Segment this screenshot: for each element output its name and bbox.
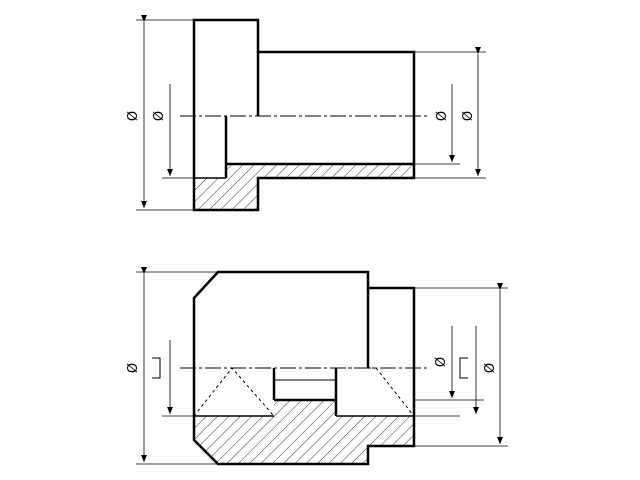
bottom-hidden-cone-left [193,367,275,417]
square-symbol-right [459,357,468,379]
square-symbol-left [152,357,161,379]
dim-text-bottom-inner-right: Ø [434,357,449,367]
dim-text-bottom-outer-left: Ø [126,363,141,373]
bottom-hidden-cone-right [375,367,415,417]
top-view: Ø Ø Ø Ø [126,15,486,212]
dim-text-inner-left: Ø [152,111,167,121]
dim-text-outer-right: Ø [461,111,476,121]
bottom-view: Ø Ø Ø [126,267,508,466]
bottom-section-hatch [194,400,414,464]
dim-text-bottom-outer-right: Ø [483,363,498,373]
dim-text-inner-right: Ø [435,111,450,121]
dim-text-outer-left: Ø [126,111,141,121]
bottom-part-outline [192,270,416,466]
top-section-hatch [194,164,414,210]
